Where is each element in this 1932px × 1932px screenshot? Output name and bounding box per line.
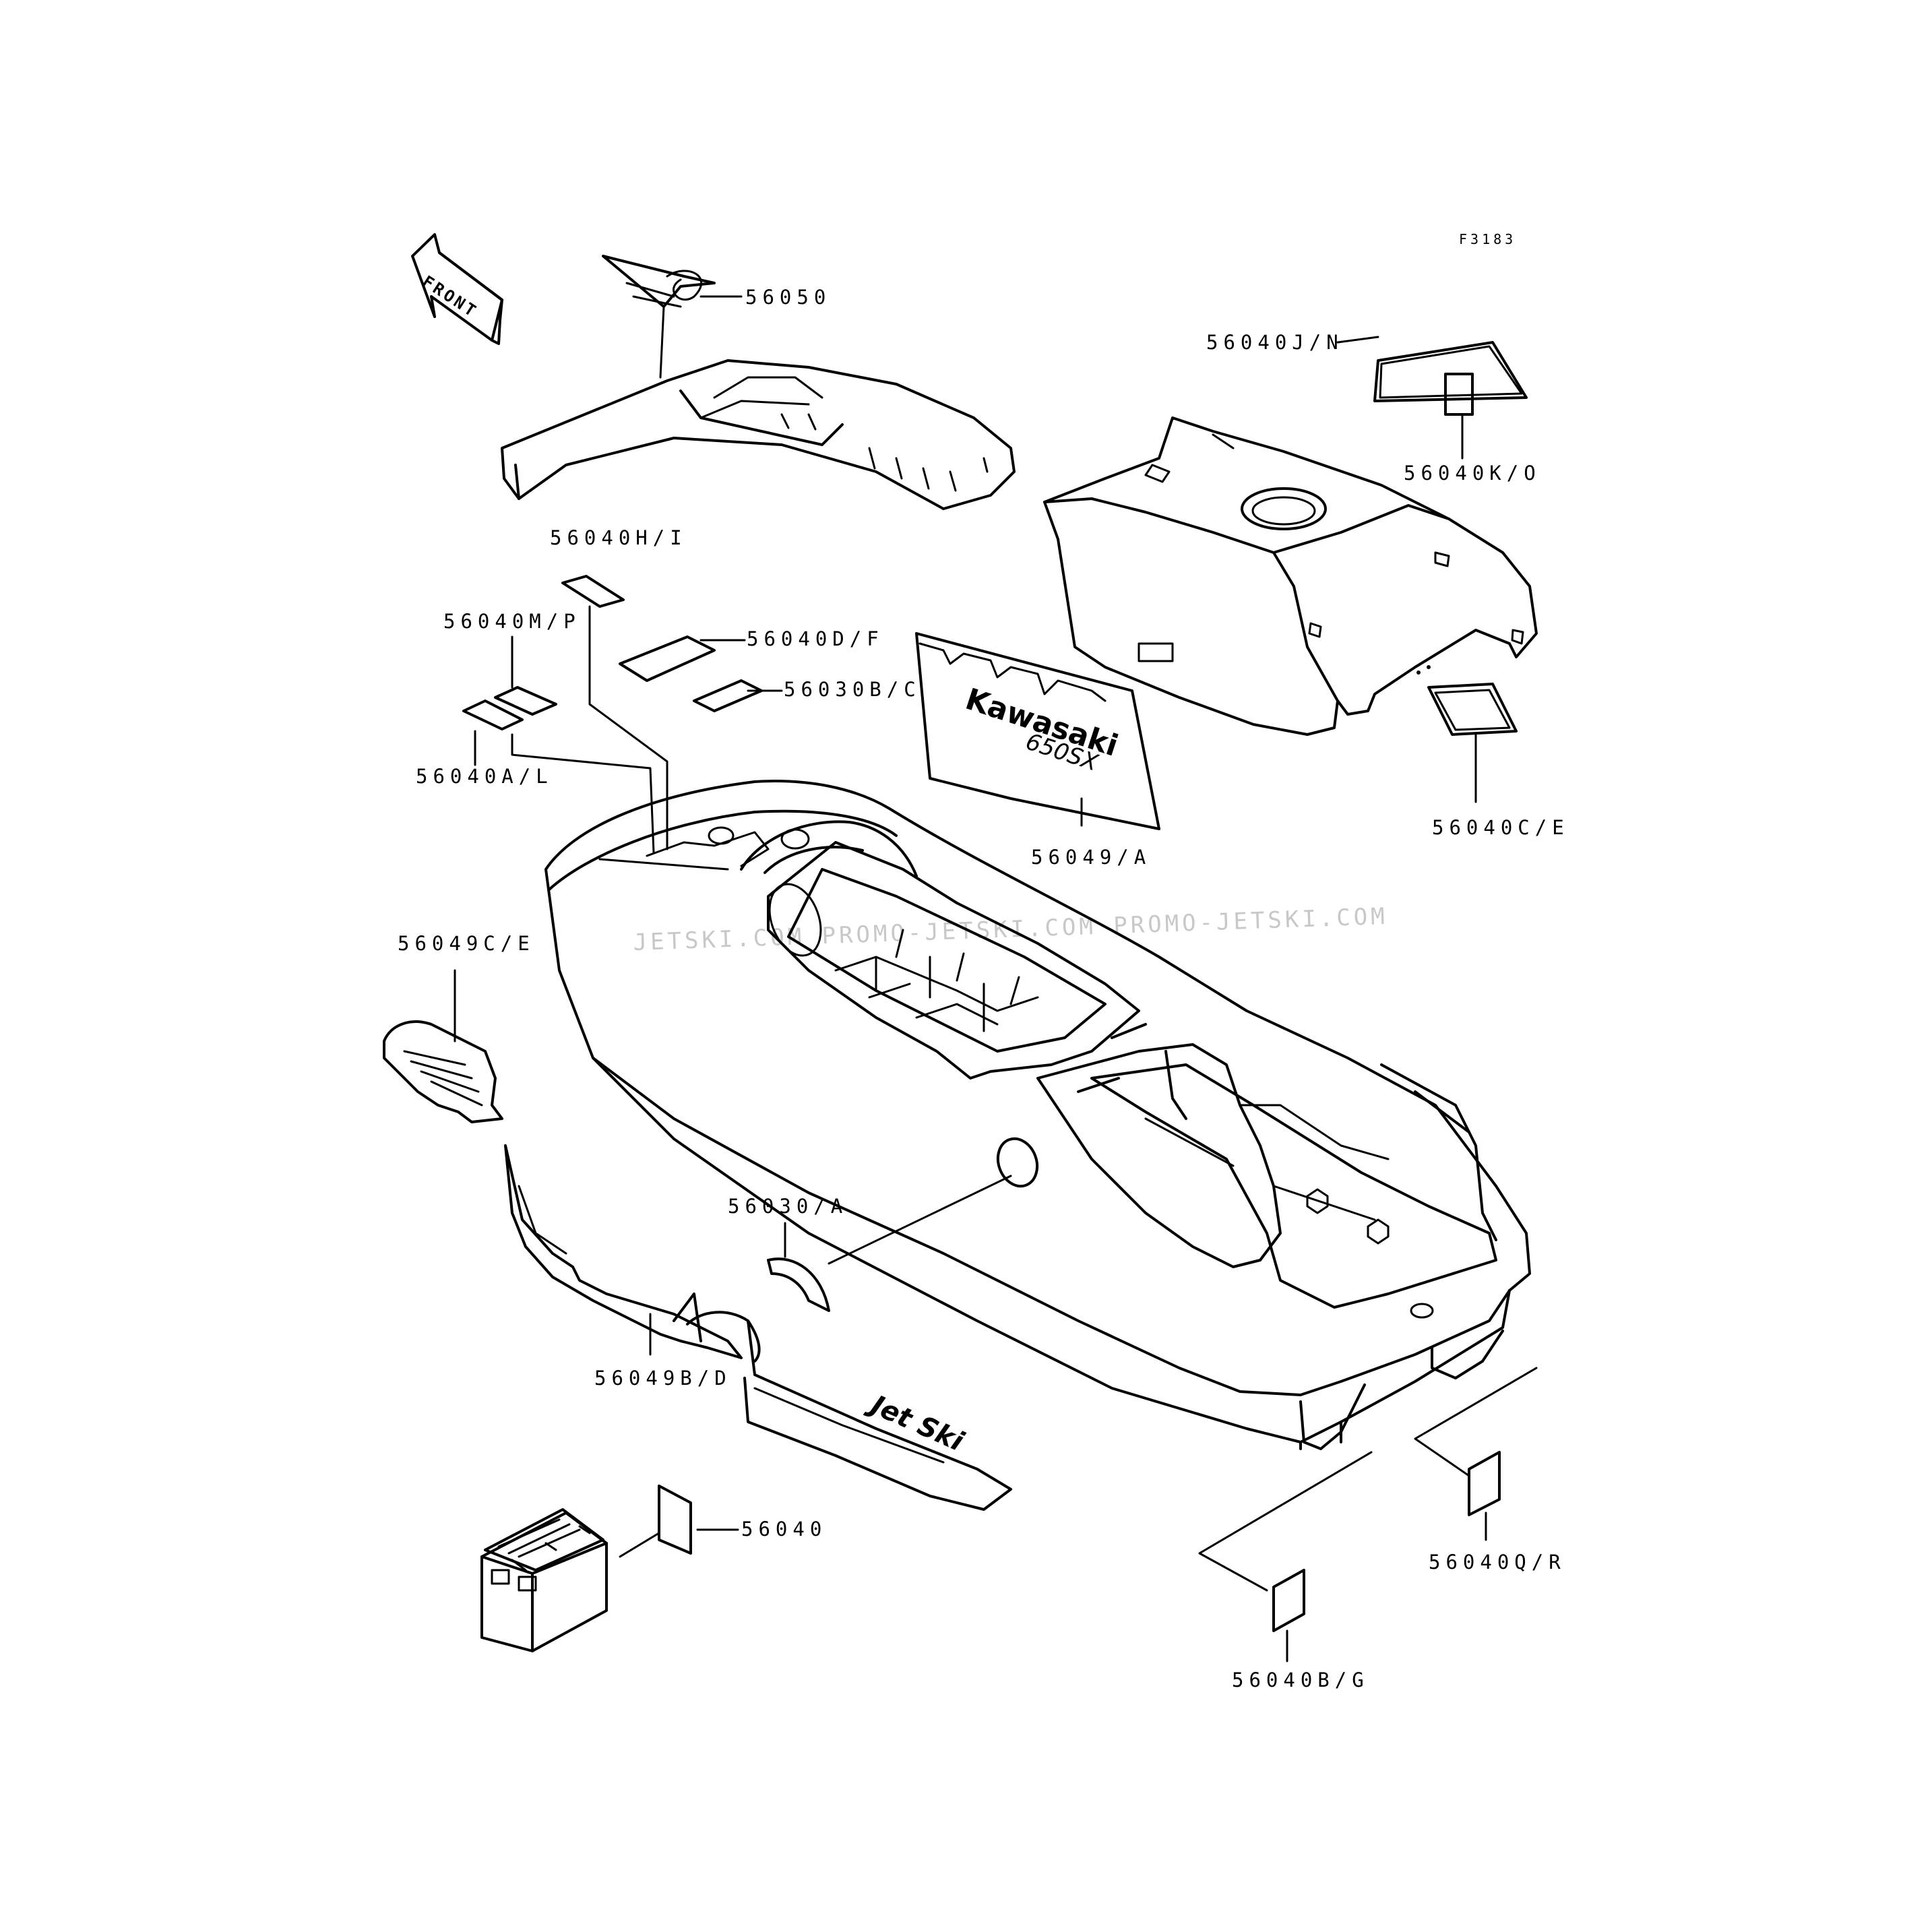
label-56040JN: 56040J/N [1206, 331, 1344, 354]
decal-56040DF [619, 635, 746, 682]
jetski-logo-text: Jet Ski [863, 1388, 969, 1458]
decal-56040MP [462, 635, 557, 730]
front-direction-arrow: FRONT [411, 233, 503, 345]
decal-56040JN [1336, 336, 1528, 402]
decal-56040KO [1444, 373, 1474, 460]
label-56040DF: 56040D/F [747, 627, 884, 650]
decal-56040CE [1427, 683, 1518, 803]
label-56030BC: 56030B/C [784, 678, 921, 701]
label-56040BG: 56040B/G [1232, 1669, 1369, 1691]
decal-56030BC [693, 679, 783, 712]
label-56040QR: 56040Q/R [1429, 1551, 1566, 1573]
label-56040CE: 56040C/E [1432, 816, 1569, 839]
label-56050: 56050 [745, 286, 831, 309]
label-56040KO: 56040K/O [1404, 462, 1541, 485]
hull-body [544, 780, 1531, 1450]
label-56040MP: 56040M/P [443, 610, 581, 633]
decal-56040QR [1414, 1367, 1538, 1541]
decal-56040BG [1198, 1451, 1373, 1662]
decal-56040 [619, 1485, 739, 1558]
decal-56040HI [561, 575, 625, 608]
rear-storage-cover [1043, 416, 1538, 736]
decal-56049A-kawasaki: Kawasaki 650SX [915, 632, 1160, 830]
label-56049CE: 56049C/E [398, 932, 535, 955]
handle-pole-part [501, 359, 1016, 510]
label-56040AL: 56040A/L [416, 765, 553, 788]
battery [480, 1508, 608, 1652]
label-56030A: 56030/A [728, 1195, 848, 1218]
label-56040HI: 56040H/I [550, 526, 687, 549]
figure-code: F3183 [1459, 231, 1516, 247]
label-56049BD: 56049B/D [594, 1367, 732, 1390]
decal-56049CE [383, 969, 503, 1123]
leader-lines-deck [511, 605, 668, 854]
decal-56030A [767, 1175, 1012, 1312]
label-56049A: 56049/A [1031, 846, 1151, 869]
decal-56050 [602, 255, 743, 379]
label-56040: 56040 [741, 1518, 827, 1540]
